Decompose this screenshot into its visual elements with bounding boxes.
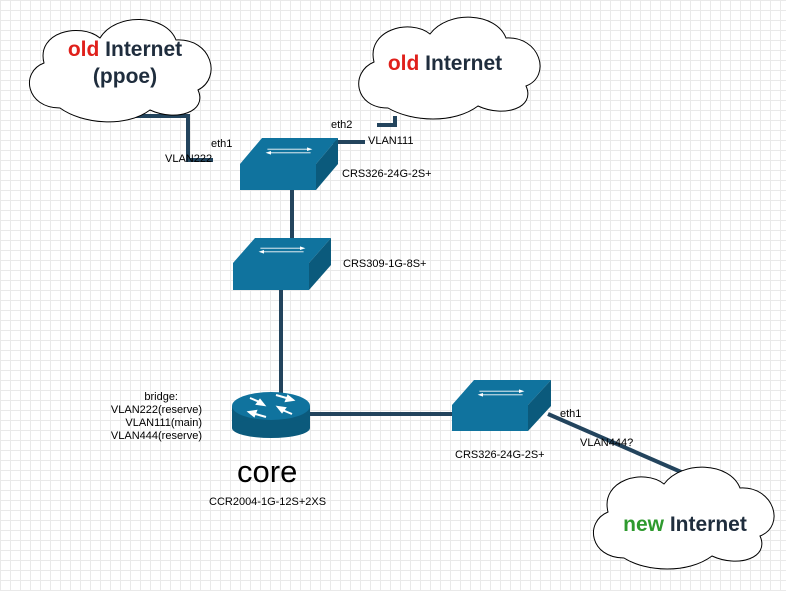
link-old-internet-crs326 bbox=[377, 116, 397, 127]
cloud-new-internet bbox=[592, 466, 775, 570]
core-title: core bbox=[237, 454, 298, 489]
cloud-new-keyword: new bbox=[623, 513, 664, 536]
cloud-old-keyword: old bbox=[387, 52, 420, 75]
device-label-crs309: CRS309-1G-8S+ bbox=[343, 258, 427, 270]
bridge-line-1: VLAN222(reserve) bbox=[110, 404, 202, 416]
cloud-old-ppoe-text2: (ppoe) bbox=[92, 65, 158, 88]
cloud-old-ppoe-text: Internet bbox=[105, 38, 183, 61]
bridge-info: bridge: VLAN222(reserve) VLAN111(main) V… bbox=[90, 391, 202, 443]
cloud-old-label: old Internet bbox=[360, 50, 530, 77]
switch-crs326-top bbox=[240, 138, 338, 190]
bridge-line-3: VLAN444(reserve) bbox=[110, 430, 202, 442]
bridge-line-2: VLAN111(main) bbox=[125, 417, 202, 429]
switch-crs309 bbox=[233, 238, 331, 290]
cloud-old-internet-ppoe bbox=[28, 19, 212, 123]
link-ppoe-crs326 bbox=[135, 114, 213, 162]
port-eth1-right: eth1 bbox=[560, 408, 582, 420]
cloud-old-internet bbox=[358, 16, 541, 120]
cloud-new-text: Internet bbox=[669, 513, 747, 536]
cloud-old-text: Internet bbox=[425, 52, 503, 75]
router-core bbox=[232, 392, 310, 438]
port-vlan111-top: VLAN111 bbox=[368, 135, 414, 147]
link-crs326right-new-internet bbox=[547, 412, 689, 477]
device-label-crs326-top: CRS326-24G-2S+ bbox=[342, 168, 432, 180]
port-eth1-top: eth1 bbox=[211, 138, 233, 150]
port-vlan444-right: VLAN444? bbox=[580, 437, 634, 449]
device-label-core: CCR2004-1G-12S+2XS bbox=[209, 496, 327, 508]
links bbox=[135, 114, 689, 477]
cloud-new-label: new Internet bbox=[600, 511, 770, 538]
bridge-title: bridge: bbox=[144, 391, 178, 403]
port-eth2-top: eth2 bbox=[331, 119, 353, 131]
port-vlan222-top: VLAN222 bbox=[165, 153, 213, 165]
switch-crs326-right bbox=[452, 380, 551, 431]
device-label-crs326-right: CRS326-24G-2S+ bbox=[455, 449, 545, 461]
cloud-old-ppoe-label: old Internet (ppoe) bbox=[40, 36, 210, 90]
cloud-old-ppoe-keyword: old bbox=[67, 38, 100, 61]
